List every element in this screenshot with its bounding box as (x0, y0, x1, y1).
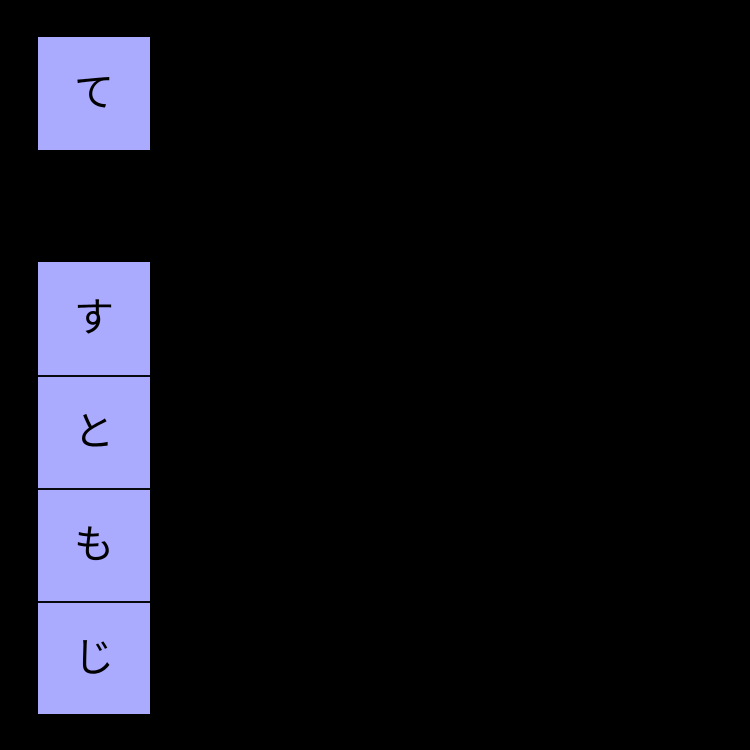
kana-tile-label: じ (74, 634, 114, 681)
kana-tile-label: と (74, 408, 114, 455)
kana-tile-label: す (74, 294, 114, 341)
kana-tile[interactable]: と (38, 375, 150, 488)
kana-tile[interactable]: す (38, 262, 150, 375)
kana-tile-label: て (74, 69, 114, 116)
kana-tile-label: も (74, 521, 114, 568)
tile-group-top: て (38, 37, 150, 150)
tile-group-lower: す と も じ (38, 262, 150, 714)
kana-tile[interactable]: て (38, 37, 150, 150)
kana-tile[interactable]: も (38, 488, 150, 601)
kana-tile[interactable]: じ (38, 601, 150, 714)
